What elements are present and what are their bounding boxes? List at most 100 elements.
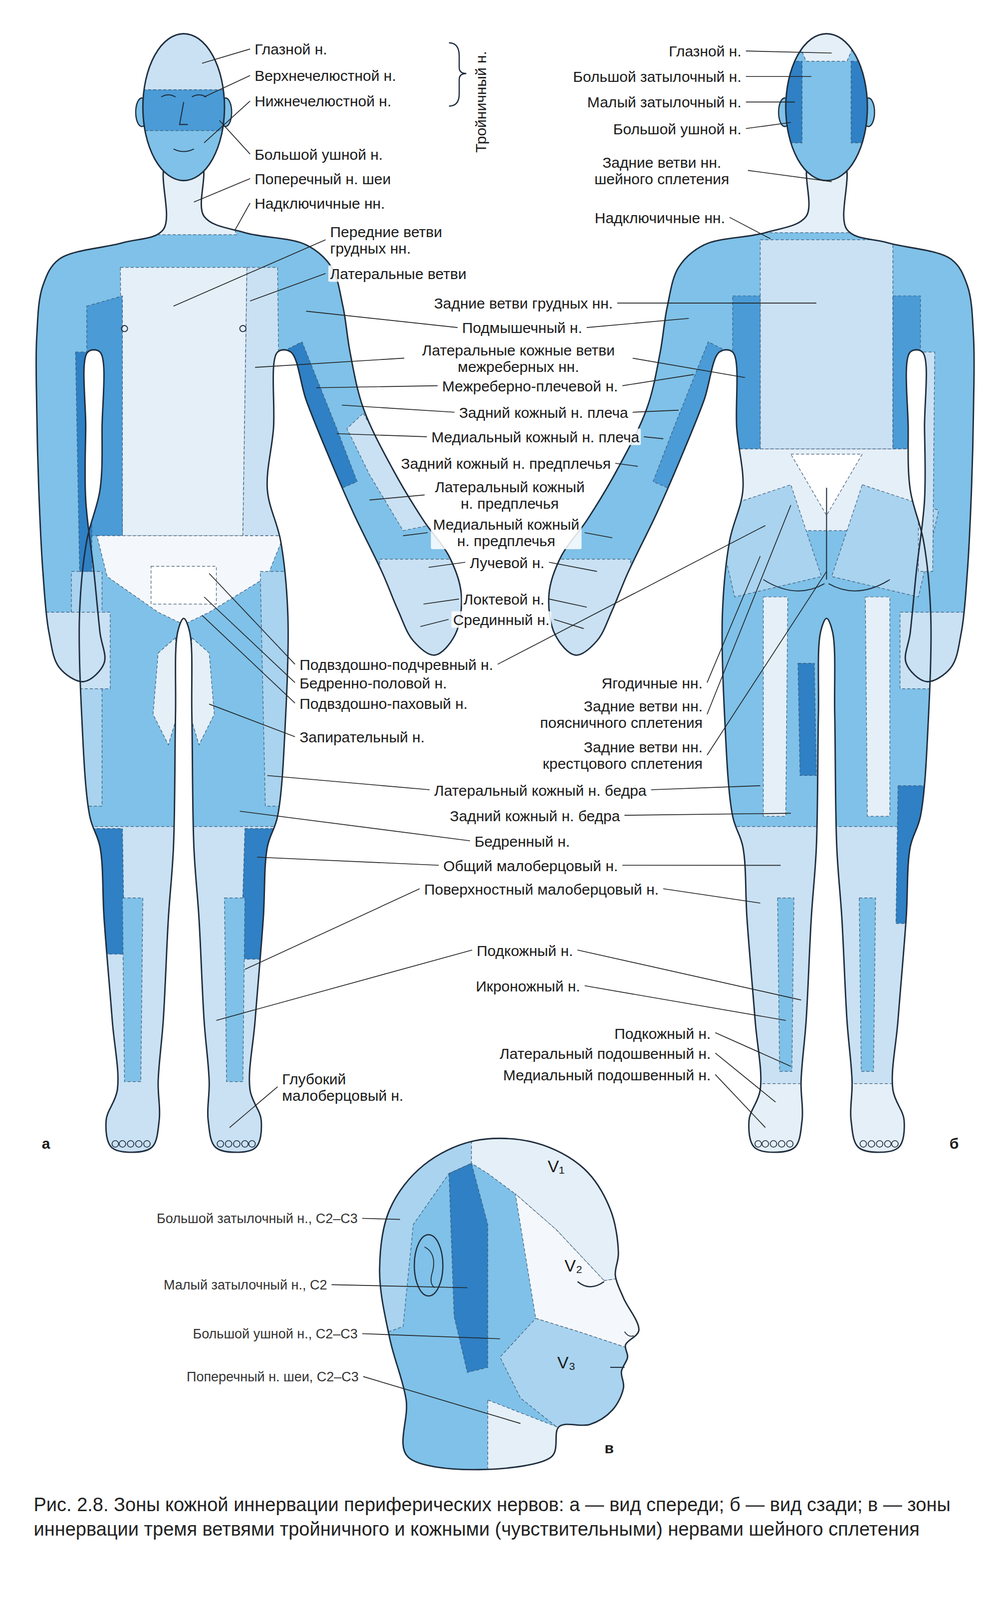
leader-line <box>707 571 827 755</box>
leader-line <box>420 619 449 627</box>
leader-line <box>204 100 250 143</box>
toe <box>884 1140 892 1147</box>
nerve-label: Подмышечный н. <box>460 319 584 336</box>
panel-letter: б <box>948 1134 961 1152</box>
leader-line <box>553 619 584 629</box>
leader-line <box>622 864 781 866</box>
innervation-zone <box>777 897 794 1071</box>
nerve-label: Нижнечелюстной н. <box>252 92 393 110</box>
innervation-zone <box>153 637 178 746</box>
nerve-label: Лучевой н. <box>468 553 546 571</box>
nerve-label: Бедренный н. <box>473 832 572 850</box>
innervation-zone <box>189 637 215 746</box>
nerve-label: Задний кожный н. плеча <box>457 404 630 421</box>
nerve-label: Поверхностный малоберцовый н. <box>422 880 661 898</box>
toe <box>127 1140 134 1147</box>
leader-line <box>369 494 425 500</box>
leader-line <box>331 1283 468 1287</box>
leader-line <box>548 598 587 607</box>
nerve-label: Большой ушной н. <box>611 120 744 137</box>
leader-line <box>577 949 801 1000</box>
innervation-zone <box>726 1083 937 1153</box>
toe <box>786 1140 793 1147</box>
leader-line <box>707 555 760 683</box>
leader-line <box>651 785 761 790</box>
leader-line <box>707 504 791 715</box>
nerve-label: Латеральные кожные ветви межреберных нн. <box>407 341 630 375</box>
innervation-zone <box>449 1162 489 1372</box>
nerve-label: Малый затылочный н., C2 <box>162 1277 329 1293</box>
ear-fold <box>424 1246 435 1288</box>
innervation-zone <box>790 25 863 62</box>
nerve-label: Икроножный н. <box>474 977 582 995</box>
nerve-label: Медиальный кожный н. плеча <box>430 428 642 446</box>
brace <box>449 42 467 107</box>
profile-zones <box>346 1121 674 1469</box>
gluteal-fold <box>828 579 891 591</box>
nerve-label: Задние ветви грудных нн. <box>432 294 615 312</box>
leader-line <box>748 170 832 182</box>
leader-line <box>715 1073 765 1127</box>
leader-line <box>746 122 791 129</box>
nerve-label: Большой ушной н., C2–C3 <box>191 1326 359 1342</box>
innervation-zone <box>287 341 358 488</box>
nerve-label: Большой затылочный н., C2–C3 <box>155 1211 360 1227</box>
toe <box>770 1140 777 1147</box>
toe <box>249 1140 256 1147</box>
nerve-label: Передние ветви грудных нн. <box>328 223 485 257</box>
leader-line <box>423 598 460 604</box>
leader-line <box>194 178 251 203</box>
leader-line <box>341 404 455 412</box>
nerve-label: Межреберно-плечевой н. <box>440 377 620 395</box>
nerve-label: Медиальный подошвенный н. <box>501 1066 713 1083</box>
nerve-label: Большой затылочный н. <box>571 68 743 85</box>
leader-line <box>715 1052 776 1102</box>
leader-line <box>245 888 420 969</box>
leader-line <box>584 532 613 538</box>
toe <box>860 1140 867 1147</box>
nerve-label: Медиальный кожный н. предплечья <box>430 515 582 549</box>
innervation-zone <box>120 267 248 536</box>
nerve-label: Поперечный н. шеи, C2–C3 <box>185 1369 361 1385</box>
leader-line <box>209 703 295 737</box>
head-contour <box>785 33 868 181</box>
leader-line <box>316 385 438 388</box>
leader-line <box>746 50 832 53</box>
innervation-zone <box>137 89 230 131</box>
leader-line <box>254 357 405 367</box>
toe <box>225 1140 233 1147</box>
leader-line <box>632 410 679 413</box>
leader-line <box>229 1086 278 1128</box>
body-zones <box>538 163 980 1153</box>
nerve-label: Малый затылочный н. <box>585 93 744 111</box>
innervation-zone <box>122 897 143 1082</box>
toe <box>868 1140 875 1147</box>
toe <box>876 1140 883 1147</box>
leader-line <box>729 217 771 239</box>
innervation-zone <box>91 828 125 954</box>
innervation-zone <box>488 1399 572 1469</box>
leader-line <box>216 949 473 1020</box>
nerve-label: Глазной н. <box>667 42 743 60</box>
nerve-label: Верхнечелюстной н. <box>252 67 398 84</box>
toe <box>233 1140 241 1147</box>
nerve-label: Подкожный н. <box>612 1024 713 1041</box>
toe <box>778 1140 785 1147</box>
nipple <box>240 325 247 332</box>
nerve-label: Латеральный подошвенный н. <box>498 1044 713 1062</box>
leader-line <box>403 532 428 536</box>
group-label: Тройничный н. <box>472 49 490 155</box>
leader-line <box>715 1032 791 1066</box>
nerve-label: Подвздошно-подчревный н. <box>297 656 495 673</box>
nipple <box>121 325 128 332</box>
innervation-zone <box>653 341 723 488</box>
head-zones <box>132 25 235 131</box>
nerve-label: Задние ветви нн. шейного сплетения <box>578 154 746 188</box>
toe <box>119 1140 126 1147</box>
ear <box>414 1234 443 1296</box>
branch-label: V₁ <box>545 1157 566 1176</box>
leader-line <box>249 273 326 301</box>
leader-line <box>632 357 746 378</box>
